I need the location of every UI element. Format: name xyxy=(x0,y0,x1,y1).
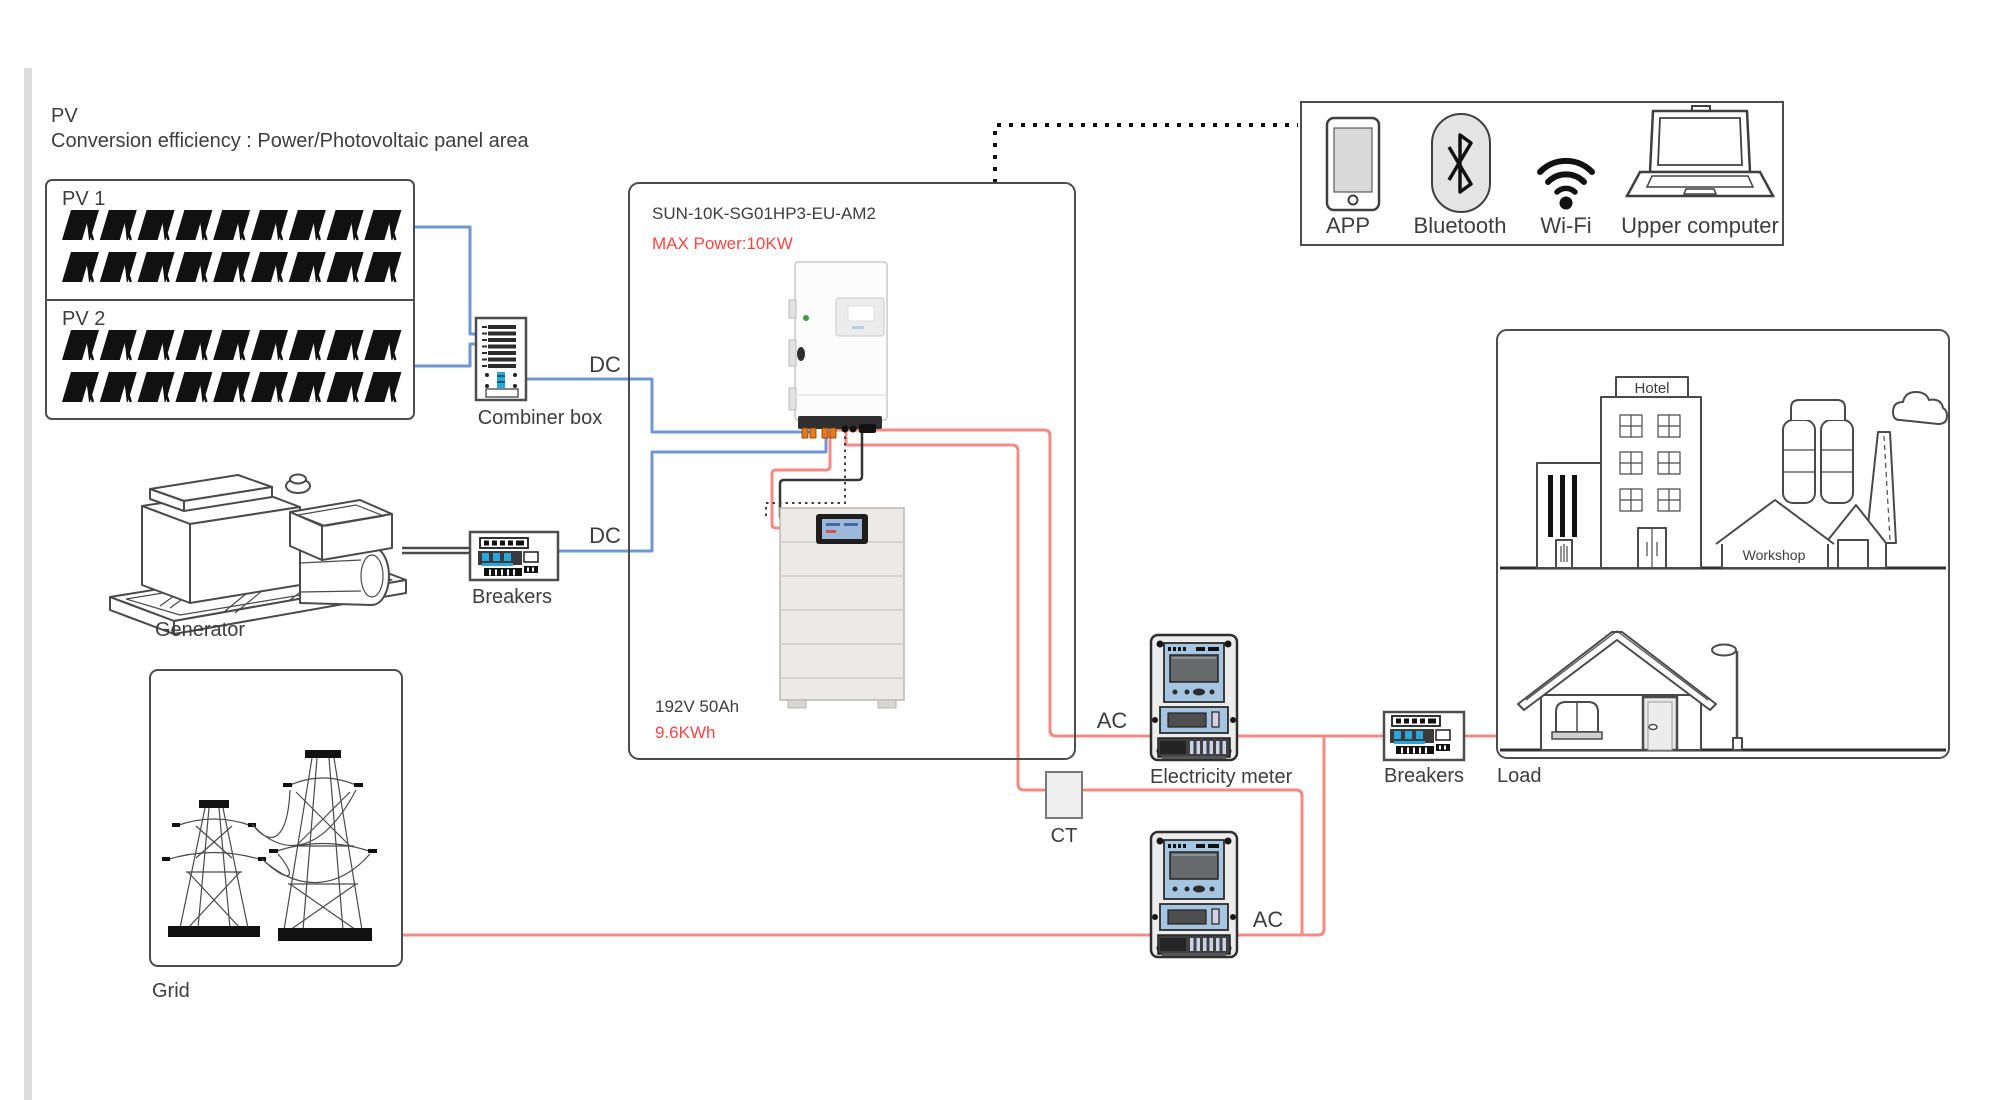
generator-breakers-label: Breakers xyxy=(472,586,552,608)
inverter-system-box xyxy=(628,182,1076,760)
pv-panel-row xyxy=(60,328,403,362)
ct-label: CT xyxy=(1051,825,1078,847)
combiner-box-label: Combiner box xyxy=(478,407,603,429)
door-knob xyxy=(1648,723,1658,731)
ac-label-bottom: AC xyxy=(1253,907,1284,932)
pv-panel-row xyxy=(60,208,403,242)
dc-label-generator: DC xyxy=(589,523,621,548)
wire-ac-bus xyxy=(834,428,1497,738)
wire-comms-dotted xyxy=(993,123,1298,183)
wire-pv2-to-combiner xyxy=(414,342,478,368)
pv-subtitle: Conversion efficiency : Power/Photovolta… xyxy=(51,130,530,152)
ct-box xyxy=(1045,771,1083,819)
combiner-box-icon xyxy=(482,325,519,398)
laptop-icon xyxy=(1624,105,1776,198)
pv-title: PV xyxy=(51,105,78,127)
wire-battery-positive xyxy=(770,430,832,530)
electricity-meter-bottom xyxy=(1149,830,1239,959)
hotel-sign: Hotel xyxy=(1634,380,1669,397)
battery-capacity: 9.6KWh xyxy=(655,723,715,742)
connectivity-label-wifi: Wi-Fi xyxy=(1540,213,1591,238)
street-lamp xyxy=(1711,643,1743,751)
connectivity-label-upper-computer: Upper computer xyxy=(1621,213,1779,238)
wire-pv1-to-combiner xyxy=(414,225,478,336)
page-edge-strip xyxy=(24,68,32,1100)
inverter-model: SUN-10K-SG01HP3-EU-AM2 xyxy=(652,204,876,223)
workshop-sign: Workshop xyxy=(1743,547,1806,563)
pv-section: PV Conversion efficiency : Power/Photovo… xyxy=(45,105,530,420)
load-breakers: Breakers xyxy=(1382,710,1466,787)
pv2-label: PV 2 xyxy=(62,308,105,330)
connectivity-panel: APP Bluetooth Wi-Fi Upper computer xyxy=(1300,101,1784,246)
connectivity-label-app: APP xyxy=(1326,213,1370,238)
inverter-unit xyxy=(788,261,888,439)
house xyxy=(1517,630,1743,752)
bluetooth-icon xyxy=(1431,113,1491,213)
wire-generator-to-breakers xyxy=(402,546,470,555)
wire-grid-line xyxy=(402,737,1326,937)
grid: Grid xyxy=(149,669,403,1002)
grid-box xyxy=(149,669,403,967)
dc-label-combiner: DC xyxy=(589,352,621,377)
generator-illustration xyxy=(109,473,407,635)
wiring xyxy=(402,123,1497,937)
load-breakers-label: Breakers xyxy=(1384,765,1464,787)
load-label: Load xyxy=(1497,765,1542,787)
wifi-icon xyxy=(1537,157,1595,210)
inverter-led xyxy=(803,315,809,321)
cloud-illustration xyxy=(1892,391,1948,425)
hotel-building: Hotel xyxy=(1600,376,1702,569)
pv-panel-row xyxy=(60,370,403,404)
metering: CT AC Electricity meter AC Breakers xyxy=(1045,633,1466,959)
generator: Generator xyxy=(109,473,407,641)
smartphone-icon xyxy=(1325,116,1381,212)
grid-towers-illustration xyxy=(162,750,377,941)
grid-label: Grid xyxy=(152,980,190,1002)
workshop-building: Workshop xyxy=(1715,391,1948,569)
inverter-max-power: MAX Power:10KW xyxy=(652,234,793,253)
pv-panel-row xyxy=(60,250,403,284)
wire-generator-dc-to-inverter xyxy=(558,422,828,553)
wire-ct-branch xyxy=(844,432,1304,935)
load-area: Hotel Workshop xyxy=(1496,329,1950,787)
inverter-system: SUN-10K-SG01HP3-EU-AM2 MAX Power:10KW 19… xyxy=(628,182,1076,760)
battery-unit xyxy=(779,507,905,709)
generator-breakers: Breakers DC xyxy=(468,523,621,608)
connectivity-label-bluetooth: Bluetooth xyxy=(1414,213,1507,238)
electricity-meter-label: Electricity meter xyxy=(1150,766,1293,788)
generator-label: Generator xyxy=(155,619,245,641)
ac-label-top: AC xyxy=(1097,708,1128,733)
combiner-box: Combiner box DC xyxy=(474,316,621,429)
pv1-label: PV 1 xyxy=(62,188,105,210)
battery-spec: 192V 50Ah xyxy=(655,697,739,716)
electricity-meter-top xyxy=(1149,633,1239,762)
wire-battery-comms-dotted xyxy=(765,430,846,516)
office-building xyxy=(1536,462,1602,569)
